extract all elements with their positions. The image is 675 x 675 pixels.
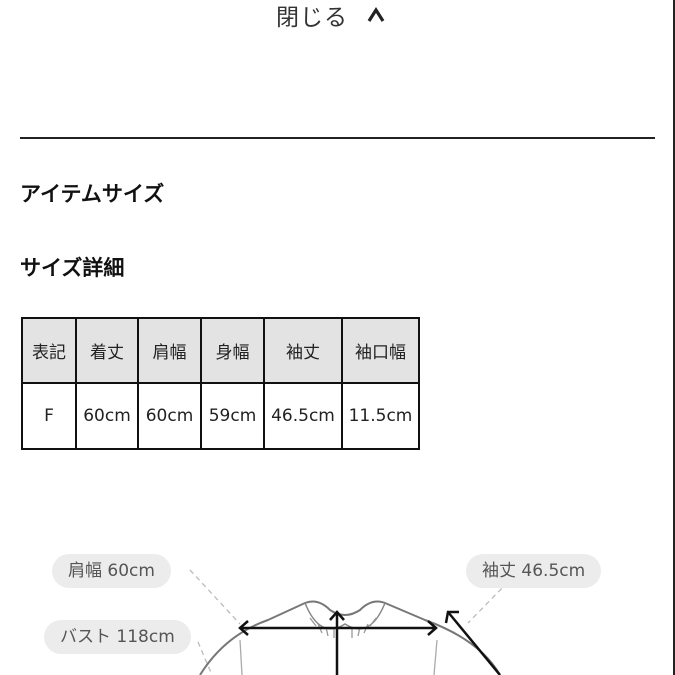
header-cell-sleeve-length: 袖丈	[263, 317, 343, 384]
header-cell-cuff-width: 袖口幅	[341, 317, 420, 384]
garment-measurement-diagram: 肩幅 60cm バスト 118cm 袖丈 46.5cm	[0, 540, 675, 675]
close-toggle-button[interactable]: 閉じる	[276, 0, 386, 31]
header-cell-shoulder: 肩幅	[137, 317, 202, 384]
size-table-header-row: 表記 着丈 肩幅 身幅 袖丈 袖口幅	[21, 317, 420, 384]
header-cell-notation: 表記	[21, 317, 77, 384]
table-row: F 60cm 60cm 59cm 46.5cm 11.5cm	[21, 382, 420, 450]
cell-shoulder: 60cm	[137, 382, 202, 450]
header-cell-length: 着丈	[75, 317, 139, 384]
close-label: 閉じる	[276, 5, 348, 31]
cell-body-width: 59cm	[200, 382, 265, 450]
cell-length: 60cm	[75, 382, 139, 450]
right-edge-border	[673, 0, 675, 675]
section-divider	[20, 137, 655, 139]
header-cell-body-width: 身幅	[200, 317, 265, 384]
bust-label: バスト 118cm	[44, 620, 191, 654]
item-size-heading: アイテムサイズ	[20, 182, 165, 206]
chevron-up-icon	[367, 7, 385, 22]
size-detail-heading: サイズ詳細	[20, 256, 125, 280]
size-table: 表記 着丈 肩幅 身幅 袖丈 袖口幅 F 60cm 60cm 59cm 46.5…	[21, 317, 420, 450]
sleeve-length-label: 袖丈 46.5cm	[466, 554, 602, 588]
cell-cuff-width: 11.5cm	[341, 382, 420, 450]
shoulder-width-label: 肩幅 60cm	[52, 554, 171, 588]
garment-sketch-icon	[189, 569, 509, 675]
cell-sleeve-length: 46.5cm	[263, 382, 343, 450]
cell-notation: F	[21, 382, 77, 450]
